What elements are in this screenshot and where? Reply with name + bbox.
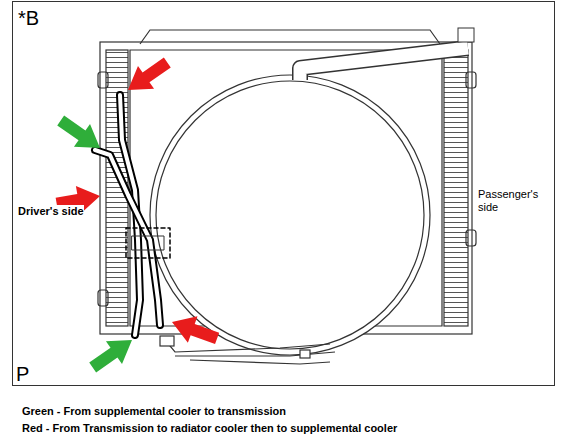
figure-frame — [13, 2, 555, 386]
cooler-lines — [95, 95, 170, 335]
clamp-box — [126, 228, 170, 258]
note-text: Red - From Transmission to radiator cool… — [22, 422, 397, 435]
fan-shroud — [150, 75, 430, 355]
note-text: Green - From supplemental cooler to tran… — [22, 405, 286, 418]
view-letter: *B — [18, 6, 39, 30]
side-label: Driver's side — [18, 205, 84, 218]
upper-hose — [300, 28, 474, 80]
radiator-fins — [444, 50, 468, 326]
side-label: Passenger's side — [478, 188, 546, 214]
view-letter: P — [16, 362, 29, 386]
radiator-cap — [458, 28, 474, 42]
